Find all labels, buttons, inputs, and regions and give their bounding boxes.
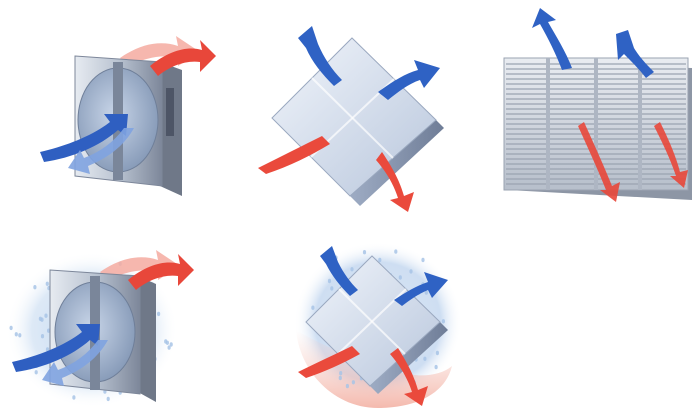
water-droplet xyxy=(18,333,21,337)
water-droplet xyxy=(435,365,438,369)
grille-mullion xyxy=(594,58,598,190)
grille-mullion xyxy=(638,58,642,190)
water-droplet xyxy=(399,275,402,279)
water-droplet xyxy=(436,351,439,355)
grille-mullion xyxy=(546,58,550,190)
water-droplet xyxy=(394,249,397,253)
rotary-wheel-exchanger xyxy=(40,36,216,196)
water-droplet xyxy=(346,384,349,388)
water-droplet xyxy=(421,258,424,262)
water-droplet xyxy=(41,334,44,338)
water-droplet xyxy=(39,317,42,321)
plate-exchanger-condensation xyxy=(294,242,462,408)
rotary-wheel-exchanger-condensation xyxy=(6,250,194,408)
water-droplet xyxy=(352,380,355,384)
water-droplet xyxy=(442,319,445,323)
water-droplet xyxy=(72,395,75,399)
water-droplet xyxy=(350,267,353,271)
wheel-housing-back xyxy=(138,276,156,402)
water-droplet xyxy=(339,376,342,380)
water-droplet xyxy=(44,314,47,318)
water-droplet xyxy=(35,370,38,374)
plate-exchanger xyxy=(258,26,444,212)
water-droplet xyxy=(330,286,333,290)
water-droplet xyxy=(157,312,160,316)
water-droplet xyxy=(423,357,426,361)
water-droplet xyxy=(363,250,366,254)
water-droplet xyxy=(339,371,342,375)
water-droplet xyxy=(164,339,167,343)
housing-side-slot xyxy=(166,88,174,136)
water-droplet xyxy=(107,397,110,401)
water-droplet xyxy=(170,342,173,346)
water-droplet xyxy=(10,326,13,330)
water-droplet xyxy=(409,269,412,273)
water-droplet xyxy=(15,332,18,336)
louvre-grille-unit xyxy=(504,8,692,202)
water-droplet xyxy=(378,258,381,262)
water-droplet xyxy=(33,285,36,289)
water-droplet xyxy=(328,279,331,283)
water-droplet xyxy=(311,306,314,310)
water-droplet xyxy=(46,282,49,286)
